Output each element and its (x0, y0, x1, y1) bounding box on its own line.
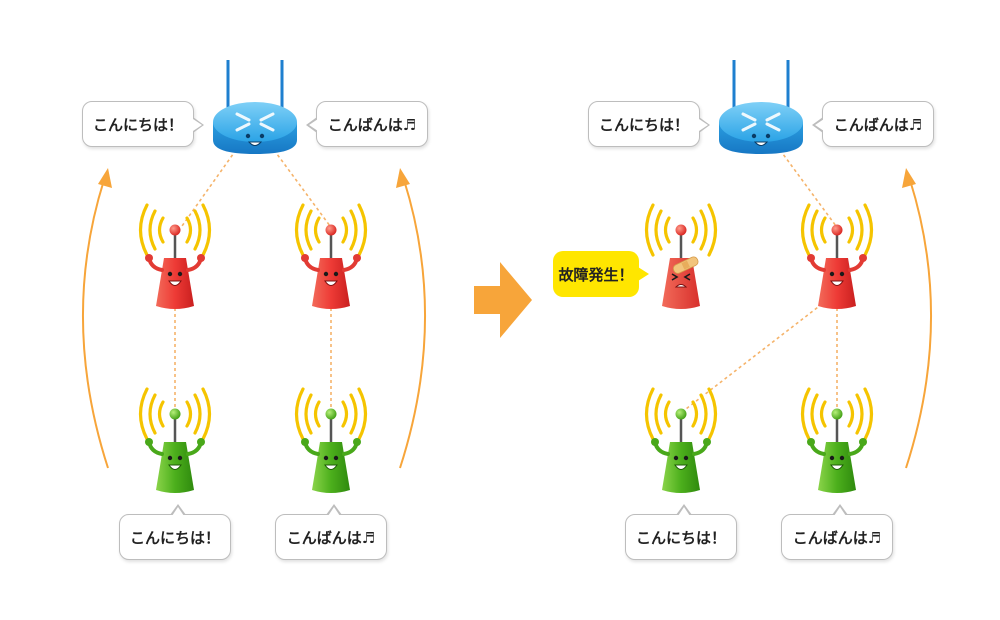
signal-wave-icon (800, 387, 874, 441)
mesh-node-icon (138, 387, 212, 493)
link-lines (174, 149, 332, 412)
bubble-text: こんばんは♬ (286, 528, 376, 547)
mesh-node-icon (138, 203, 212, 309)
bubble-text: こんにちは！ (635, 528, 726, 547)
node-bubble-hello: こんにちは！ (119, 504, 231, 560)
router-icon (719, 60, 803, 154)
node-bubble-hello: こんにちは！ (625, 504, 737, 560)
mesh-node-icon (294, 203, 368, 309)
flow-arrows (82, 168, 426, 469)
router-bubble-hello: こんにちは！ (82, 101, 204, 147)
flow-arrows (902, 168, 932, 469)
failed-node-icon (644, 203, 718, 309)
router-bubble-hello: こんにちは！ (588, 101, 710, 147)
router-icon (213, 60, 297, 154)
bubble-text: こんばんは♬ (792, 528, 882, 547)
flow-arrow-left (82, 179, 109, 469)
link-router-to-red-right (273, 149, 331, 227)
bubble-text: こんにちは！ (129, 528, 220, 547)
mesh-node-icon (800, 203, 874, 309)
signal-wave-icon (800, 203, 874, 257)
flow-arrow-right (905, 179, 932, 469)
bubble-text: こんにちは！ (598, 115, 689, 134)
router-bubble-evening: こんばんは♬ (812, 101, 934, 147)
link-lines (681, 149, 838, 413)
signal-wave-icon (644, 203, 718, 257)
failure-alert-bubble: 故障発生！ (553, 251, 649, 297)
signal-wave-icon (138, 387, 212, 441)
router-bubble-evening: こんばんは♬ (306, 101, 428, 147)
bubble-text: こんにちは！ (92, 115, 183, 134)
mesh-node-icon (800, 387, 874, 493)
mesh-node-icon (294, 387, 368, 493)
signal-wave-icon (644, 387, 718, 441)
arrowhead-icon (98, 168, 112, 188)
signal-wave-icon (294, 387, 368, 441)
arrowhead-icon (902, 168, 916, 188)
signal-wave-icon (138, 203, 212, 257)
bubble-text: 故障発生！ (558, 265, 634, 284)
arrowhead-icon (396, 168, 410, 188)
link-router-to-red-right (779, 149, 837, 227)
signal-wave-icon (294, 203, 368, 257)
bandage-icon (672, 256, 699, 274)
link-router-to-red-left (181, 149, 237, 227)
node-bubble-evening: こんばんは♬ (275, 504, 387, 560)
right-panel (644, 60, 932, 493)
bubble-text: こんばんは♬ (327, 115, 417, 134)
node-bubble-evening: こんばんは♬ (781, 504, 893, 560)
bubble-text: こんばんは♬ (833, 115, 923, 134)
mesh-node-icon (644, 387, 718, 493)
transition-arrow-icon (474, 262, 532, 338)
left-panel (82, 60, 426, 493)
flow-arrow-right (399, 179, 426, 469)
